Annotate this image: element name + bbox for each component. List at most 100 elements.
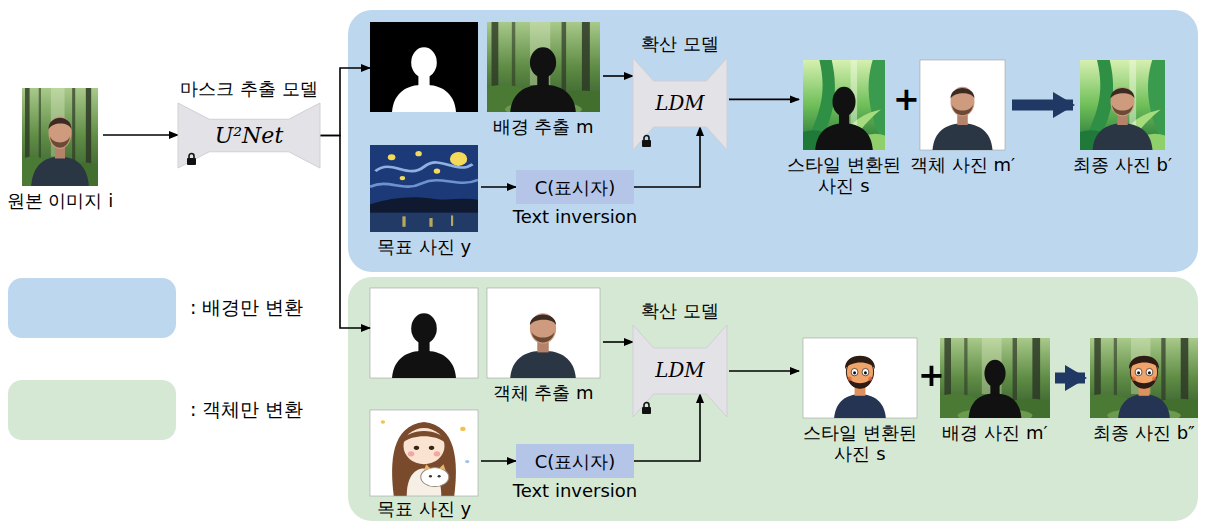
encoder-label-holder: C(표시자): [516, 444, 634, 478]
connector-arrow: [481, 186, 516, 188]
hourglass-outline: [178, 103, 320, 168]
encoder-caption: Text inversion: [513, 480, 637, 501]
image-caption-holder: 최종 사진 b′: [1063, 154, 1183, 175]
plus-sign: +: [918, 356, 945, 394]
image-node: 배경 사진 m′: [940, 338, 1050, 418]
image-caption-holder: 객체 사진 m′: [903, 154, 1023, 175]
model-name: LDM: [655, 92, 704, 116]
final-photo-object: [1077, 338, 1210, 423]
lock-shackle: [189, 154, 194, 159]
model-name-holder: LDM: [633, 325, 727, 417]
image-caption: 목표 사진 y: [377, 236, 471, 257]
model-name: U²Net: [215, 124, 283, 148]
background-mask-photos: [370, 22, 614, 117]
hourglass-outline: [633, 58, 727, 150]
band-object: [348, 277, 1198, 521]
model-name-holder: LDM: [633, 58, 727, 150]
model-heading: 마스크 추출 모델: [180, 78, 317, 99]
plus-sign-holder: +: [893, 82, 920, 116]
styled-object-photo: [803, 338, 917, 418]
legend-text: : 객체만 변환: [190, 398, 303, 420]
cartoon-person: [834, 356, 886, 418]
encoder-box: C(표시자)Text inversion: [516, 444, 634, 478]
mask-image: [370, 22, 478, 112]
image-caption-holder: 원본 이미지 i: [0, 190, 120, 211]
target-photo-starry: [370, 145, 478, 232]
image-caption-holder: 객체 추출 m: [473, 382, 613, 403]
model-heading: 확산 모델: [641, 300, 719, 321]
person-image: [1093, 87, 1153, 150]
lock-icon: [642, 403, 651, 415]
object-mask-photos: [370, 288, 600, 378]
image-node: 목표 사진 y: [370, 410, 478, 496]
image-caption: 배경 사진 m′: [942, 422, 1047, 443]
model-heading-holder: 마스크 추출 모델: [128, 78, 370, 99]
image-node: 최종 사진 b′: [1080, 60, 1165, 150]
final-photo-background: [1072, 60, 1172, 152]
connector-arrow: [634, 394, 700, 461]
connector-arrow: [103, 134, 178, 136]
encoder-box: C(표시자)Text inversion: [516, 170, 634, 204]
legend-swatch: [8, 278, 176, 338]
styled-forest-image: [795, 60, 892, 152]
forest-image: [1077, 338, 1210, 423]
white-ground: [803, 338, 917, 418]
encoder-label: C(표시자): [535, 177, 616, 198]
forest-image: [473, 22, 613, 117]
image-node: 객체 추출 m: [370, 288, 600, 378]
model-node: 확산 모델LDM: [633, 58, 727, 150]
image-caption: 목표 사진 y: [377, 498, 471, 519]
image-caption-holder: 배경 사진 m′: [935, 422, 1055, 443]
connector-arrow: [320, 136, 370, 329]
image-node: 객체 사진 m′: [920, 60, 1005, 150]
encoder-label-holder: C(표시자): [516, 170, 634, 204]
model-name-holder: U²Net: [178, 103, 320, 168]
band-background: [348, 10, 1198, 272]
legend-row: : 객체만 변환: [8, 380, 338, 440]
lock-body: [187, 158, 196, 165]
image-caption: 원본 이미지 i: [7, 190, 113, 211]
image-caption: 스타일 변환된 사진 s: [803, 422, 917, 464]
image-node: 배경 추출 m: [370, 22, 600, 112]
lock-shackle: [644, 403, 649, 408]
image-caption: 객체 사진 m′: [910, 154, 1015, 175]
model-heading: 확산 모델: [641, 33, 719, 54]
styled-forest-image: [1072, 60, 1172, 152]
plus-sign: +: [893, 80, 920, 118]
connector-arrow: [729, 370, 799, 372]
image-caption-holder: 목표 사진 y: [364, 498, 484, 519]
legend-text: : 배경만 변환: [190, 296, 303, 318]
model-name: LDM: [655, 359, 704, 383]
encoder-label: C(표시자): [535, 451, 616, 472]
image-caption: 최종 사진 b′: [1073, 154, 1172, 175]
connector-arrow: [320, 68, 370, 136]
connector-arrow: [603, 341, 633, 343]
image-caption: 최종 사진 b″: [1093, 422, 1195, 443]
connector-arrow: [481, 460, 516, 462]
cartoon-person: [1118, 356, 1170, 418]
image-caption: 배경 추출 m: [493, 116, 594, 137]
lock-icon: [187, 154, 196, 166]
model-heading-holder: 확산 모델: [583, 300, 777, 321]
image-caption: 스타일 변환된 사진 s: [787, 154, 901, 196]
person-image: [933, 87, 993, 150]
lock-icon: [642, 136, 651, 148]
encoder-caption-holder: Text inversion: [476, 206, 674, 227]
image-node: 최종 사진 b″: [1090, 338, 1198, 418]
person-image: [510, 313, 576, 378]
girl-illustration: [370, 410, 478, 496]
original-photo: [13, 88, 107, 192]
starry-night-image: [370, 145, 478, 232]
model-node: 마스크 추출 모델U²Net: [178, 103, 320, 168]
black-silhouette: [510, 47, 576, 112]
block-arrow: [1012, 100, 1073, 111]
white-silhouette: [392, 47, 456, 112]
image-caption: 객체 추출 m: [493, 382, 594, 403]
image-caption-holder: 배경 추출 m: [473, 116, 613, 137]
encoder-caption: Text inversion: [513, 206, 637, 227]
connector-arrow: [603, 75, 633, 77]
model-node: 확산 모델LDM: [633, 325, 727, 417]
lock-shackle: [644, 136, 649, 141]
plus-sign-holder: +: [918, 358, 945, 392]
forest-image: [927, 338, 1063, 423]
